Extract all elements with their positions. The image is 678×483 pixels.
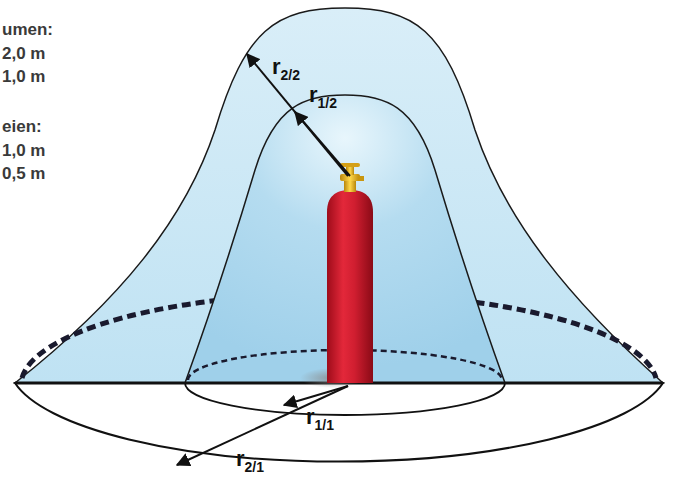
distance-value: 0,5 m bbox=[2, 164, 45, 184]
distance-value: 2,0 m bbox=[2, 44, 45, 64]
distance-value: 1,0 m bbox=[2, 141, 45, 161]
distance-value: 1,0 m bbox=[2, 67, 45, 87]
ground-ellipse bbox=[15, 383, 663, 462]
radius-label: r1/2 bbox=[309, 82, 337, 108]
radius-arrows bbox=[177, 54, 350, 465]
gas-cylinder bbox=[327, 190, 373, 383]
radius-label: r2/2 bbox=[272, 54, 300, 80]
section-heading: umen: bbox=[2, 20, 53, 40]
radius-label: r1/1 bbox=[306, 404, 334, 430]
radius-label: r2/1 bbox=[236, 446, 264, 472]
outer-zone bbox=[15, 8, 663, 383]
section-heading: eien: bbox=[2, 117, 42, 137]
inner-zone bbox=[185, 95, 505, 383]
